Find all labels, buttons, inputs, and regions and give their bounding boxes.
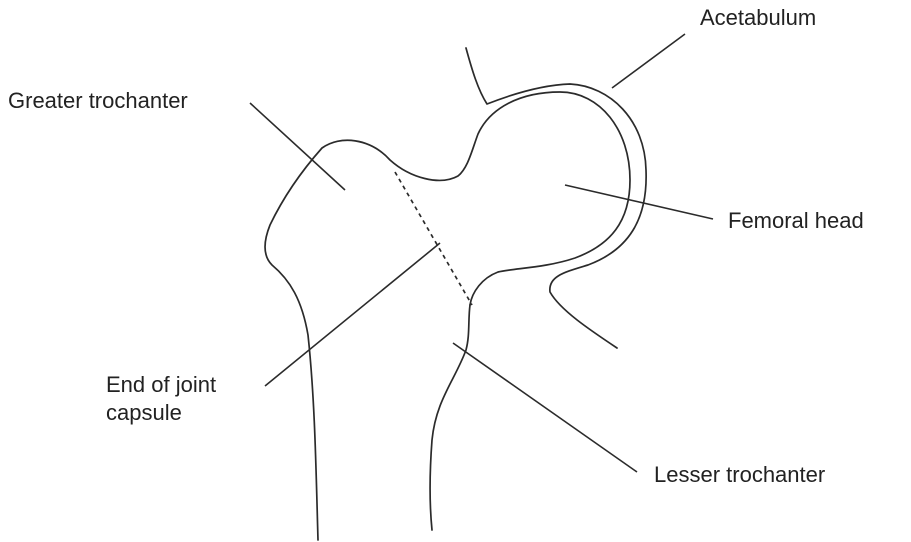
joint-capsule-leader — [265, 243, 440, 386]
greater-trochanter-label: Greater trochanter — [8, 87, 188, 115]
joint-capsule-label-line1: End of joint — [106, 371, 216, 399]
acetabulum-label: Acetabulum — [700, 4, 816, 32]
lesser-trochanter-leader — [453, 343, 637, 472]
femoral-head-leader — [565, 185, 713, 219]
joint-capsule-label-line2: capsule — [106, 399, 216, 427]
joint-capsule-label: End of joint capsule — [106, 371, 216, 427]
acetabulum-leader — [612, 34, 685, 88]
joint-capsule-line — [395, 172, 472, 305]
femur-medial-outline — [430, 305, 470, 530]
femoral-head-label: Femoral head — [728, 207, 864, 235]
lesser-trochanter-label: Lesser trochanter — [654, 461, 825, 489]
femur-outline — [265, 92, 630, 540]
greater-trochanter-leader — [250, 103, 345, 190]
